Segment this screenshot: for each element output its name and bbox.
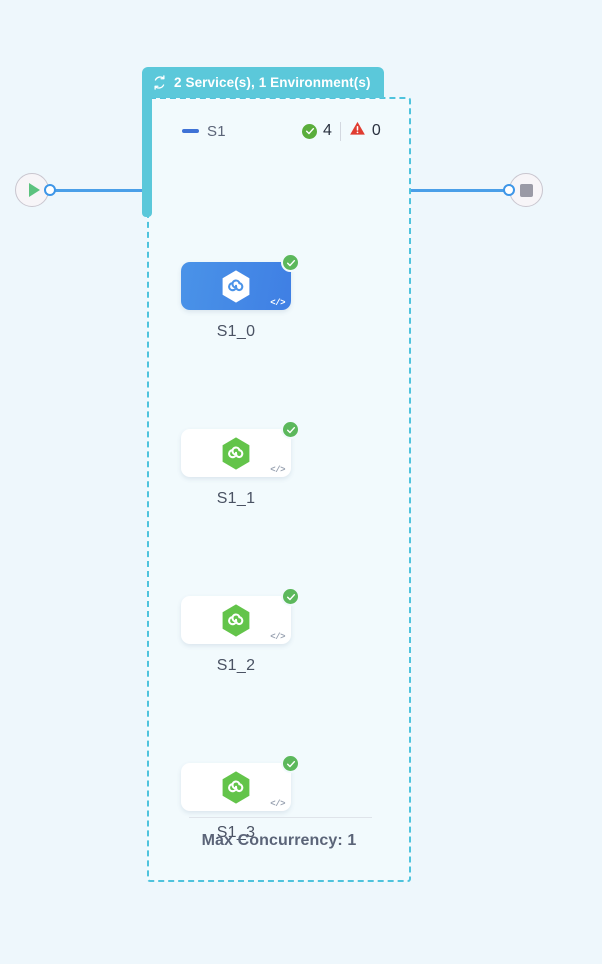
footer-divider [189, 817, 372, 818]
hexagon-infinity-icon [222, 603, 250, 637]
code-brackets-icon: </> [270, 799, 285, 809]
stop-icon [519, 183, 533, 197]
check-circle-icon [302, 123, 317, 139]
status-success-count: 4 [323, 122, 332, 139]
connector-wire-start [54, 189, 148, 192]
status-success: 4 [302, 122, 332, 140]
group-header[interactable]: 2 Service(s), 1 Environment(s) [142, 67, 384, 98]
collapse-toggle-icon[interactable] [182, 129, 199, 133]
node-card[interactable]: </> [181, 420, 300, 477]
sync-icon [152, 75, 167, 90]
max-concurrency-label: Max Concurrency: 1 [201, 832, 357, 849]
start-node-port[interactable] [44, 184, 56, 196]
status-divider [339, 121, 341, 141]
node-s1-1[interactable]: </> S1_1 [181, 420, 300, 508]
group-toolbar: S1 4 [149, 116, 409, 146]
check-circle-icon [281, 587, 300, 606]
node-s1-0[interactable]: </> S1_0 [181, 253, 300, 341]
node-s1-3[interactable]: </> S1_3 [181, 754, 300, 842]
node-card[interactable]: </> [181, 587, 300, 644]
group-header-title: 2 Service(s), 1 Environment(s) [174, 75, 371, 90]
code-brackets-icon: </> [270, 298, 285, 308]
node-card[interactable]: </> [181, 754, 300, 811]
warning-triangle-icon [349, 120, 366, 142]
end-node-port[interactable] [503, 184, 515, 196]
node-s1-2[interactable]: </> S1_2 [181, 587, 300, 675]
node-label: S1_2 [216, 657, 256, 674]
node-label: S1_3 [216, 824, 256, 841]
code-brackets-icon: </> [270, 632, 285, 642]
status-warning-count: 0 [371, 122, 381, 139]
connector-wire-end [411, 189, 505, 192]
code-brackets-icon: </> [270, 465, 285, 475]
hexagon-infinity-icon [222, 436, 250, 470]
service-group-container: S1 4 [147, 97, 411, 882]
group-label: S1 [207, 122, 226, 140]
check-circle-icon [281, 420, 300, 439]
hexagon-infinity-icon [222, 269, 250, 303]
status-summary: 4 0 [302, 120, 381, 142]
check-circle-icon [281, 754, 300, 773]
node-label: S1_0 [216, 323, 256, 340]
status-warning: 0 [349, 120, 381, 142]
node-card[interactable]: </> [181, 253, 300, 310]
check-circle-icon [281, 253, 300, 272]
node-label: S1_1 [216, 490, 256, 507]
play-icon [28, 183, 40, 197]
hexagon-infinity-icon [222, 770, 250, 804]
group-rail [142, 96, 152, 217]
start-node[interactable] [15, 173, 49, 207]
